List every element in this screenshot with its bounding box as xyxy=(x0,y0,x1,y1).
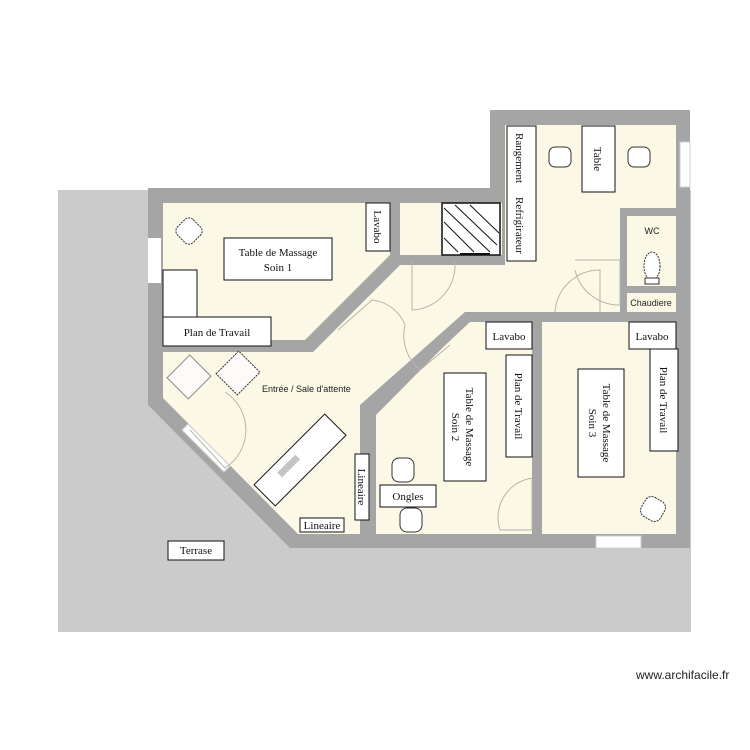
chair-icon[interactable] xyxy=(391,457,415,483)
chair-icon[interactable] xyxy=(638,494,668,524)
lineaire-vertical[interactable] xyxy=(354,453,370,521)
shower-icon[interactable] xyxy=(441,202,501,256)
nail-table[interactable] xyxy=(379,484,437,508)
window-kitchen[interactable] xyxy=(679,141,691,188)
chair-icon[interactable] xyxy=(173,215,204,246)
watermark[interactable]: www.archifacile.fr xyxy=(636,668,730,682)
lavabo-soin1[interactable] xyxy=(365,202,391,252)
massage-table-soin3[interactable] xyxy=(577,368,625,478)
rangement-label: Rangement xyxy=(513,133,525,183)
wall-shower-bottom xyxy=(400,255,505,265)
massage-table-soin1-label: Table de Massage xyxy=(239,247,318,259)
door-swing-icon[interactable] xyxy=(189,259,621,531)
nail-table-label: Ongles xyxy=(392,491,423,503)
worktop-soin1-label: Plan de Travail xyxy=(184,327,251,339)
toilet-icon[interactable] xyxy=(643,251,661,285)
room-chaudiere-floor xyxy=(627,293,676,312)
worktop-soin2[interactable] xyxy=(505,354,533,458)
worktop-soin3[interactable] xyxy=(649,348,679,452)
massage-table-soin1-sublabel: Soin 1 xyxy=(264,262,292,274)
chair-icon[interactable] xyxy=(399,507,423,533)
kitchen-table[interactable] xyxy=(581,125,616,193)
massage-table-soin1[interactable] xyxy=(223,237,333,281)
window-soin3[interactable] xyxy=(595,535,642,549)
massage-table-soin2[interactable] xyxy=(443,372,487,482)
desk-icon[interactable]: ▒▒▒▒▒▒ xyxy=(253,413,347,507)
lavabo-soin2[interactable] xyxy=(485,321,533,350)
lavabo-soin2-label: Lavabo xyxy=(493,331,526,343)
worktop-soin3-label: Plan de Travail xyxy=(657,367,669,434)
massage-table-soin3-sublabel: Soin 3 xyxy=(586,409,598,438)
kitchen-table-label: Table xyxy=(591,147,603,171)
wall-wc-chaudiere xyxy=(627,286,676,293)
terrace-label-box xyxy=(167,540,225,561)
worktop-soin2-label: Plan de Travail xyxy=(512,373,524,440)
chair-icon[interactable] xyxy=(627,146,651,168)
terrace-label: Terrase xyxy=(180,545,212,557)
lavabo-soin1-label: Lavabo xyxy=(371,211,383,244)
massage-table-soin3-label: Table de Massage xyxy=(600,384,612,463)
cabinet-soin1[interactable] xyxy=(162,269,198,318)
entree-label: Entrée / Sale d'attente xyxy=(262,384,351,394)
wall-wc-left xyxy=(620,208,627,312)
window-soin1[interactable] xyxy=(148,238,161,283)
wall-wc-top xyxy=(620,208,680,216)
worktop-soin1[interactable] xyxy=(162,316,272,347)
wc-label: WC xyxy=(645,226,660,236)
rangement-refrigerateur[interactable] xyxy=(506,125,537,262)
wall-soin1-shower xyxy=(390,200,400,265)
massage-table-soin2-sublabel: Soin 2 xyxy=(449,413,461,441)
massage-table-soin2-label: Table de Massage xyxy=(463,388,475,467)
chair-icon[interactable] xyxy=(548,146,572,168)
chaudiere-label: Chaudiere xyxy=(630,298,672,308)
armchair-icon[interactable] xyxy=(166,354,212,400)
wall-soin2-soin3 xyxy=(532,322,542,548)
lineaire-horizontal-label: Lineaire xyxy=(304,520,341,532)
lineaire-vertical-label: Lineaire xyxy=(355,469,367,506)
room-entree-floor xyxy=(163,352,360,534)
room-kitchen-floor xyxy=(310,125,676,535)
armchair-icon[interactable] xyxy=(215,350,261,396)
lavabo-soin3[interactable] xyxy=(628,321,677,350)
lineaire-horizontal[interactable] xyxy=(299,517,345,533)
refrigerateur-label: Refrigirateur xyxy=(513,197,525,254)
lavabo-soin3-label: Lavabo xyxy=(636,331,669,343)
